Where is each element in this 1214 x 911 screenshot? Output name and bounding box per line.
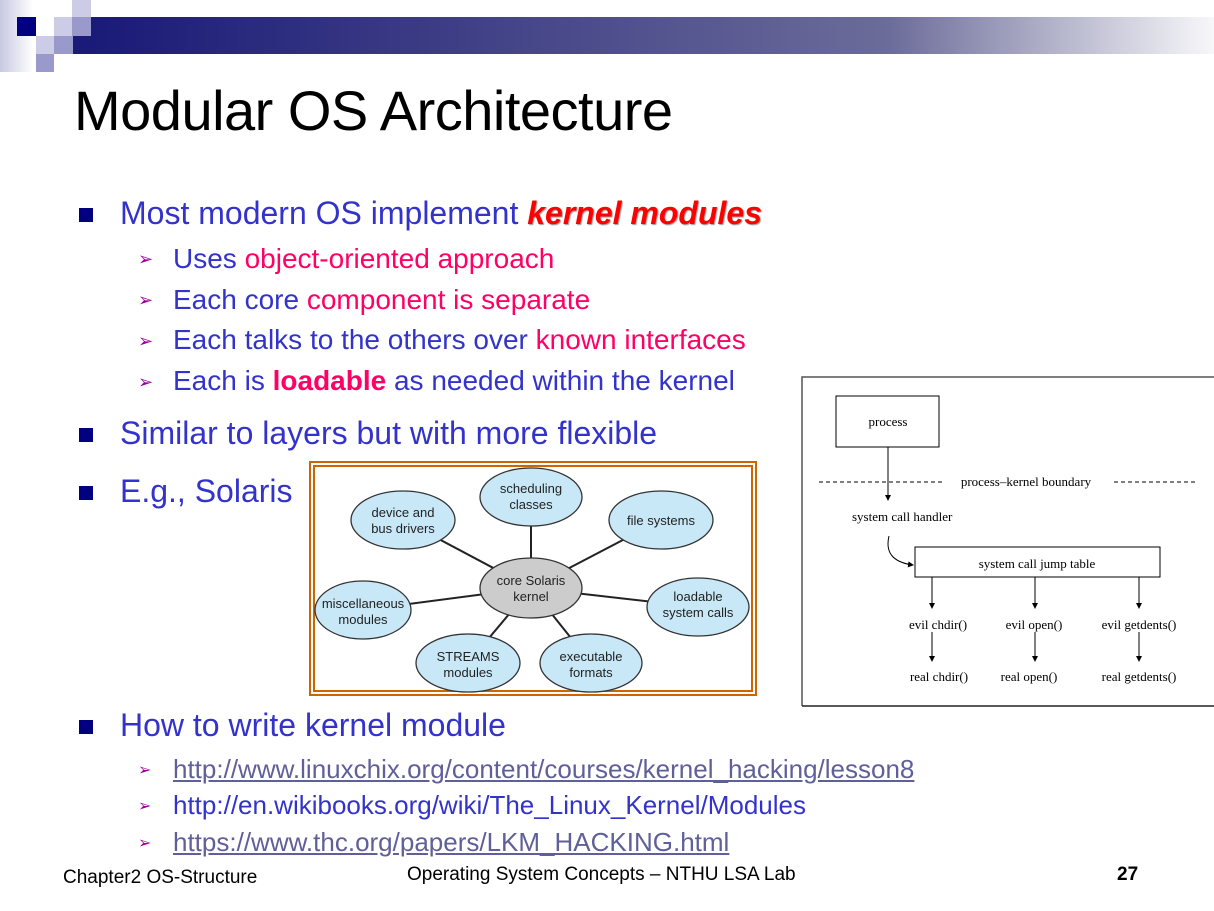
solaris-modules-diagram: scheduling classes device and bus driver… [309, 461, 757, 696]
module-device-bus-drivers [350, 490, 456, 550]
module-streams [415, 633, 521, 693]
arrow-bullet-icon: ➢ [138, 290, 154, 310]
arrow-bullet-icon: ➢ [138, 835, 152, 852]
sub-bullet-1: Uses object-oriented approach [173, 243, 554, 275]
jump-table-label: system call jump table [979, 556, 1096, 571]
arrow-bullet-icon: ➢ [138, 798, 152, 815]
sub-text: Each talks to the others over [173, 324, 536, 355]
link-wikibooks[interactable]: http://en.wikibooks.org/wiki/The_Linux_K… [173, 790, 807, 820]
sub-highlight: component is separate [306, 284, 591, 315]
link-thc[interactable]: https://www.thc.org/papers/LKM_HACKING.h… [173, 827, 730, 857]
footer-course: Operating System Concepts – NTHU LSA Lab [407, 864, 796, 885]
module-label: device and [372, 505, 435, 520]
sub-bullet-2: Each core component is separate [173, 284, 590, 316]
module-label: system calls [663, 605, 734, 620]
real-chdir-label: real chdir() [910, 669, 968, 684]
sub-text: Each core [173, 284, 307, 315]
sub-bullet-4: Each is loadable as needed within the ke… [173, 365, 735, 397]
arrow-bullet-icon: ➢ [138, 331, 154, 351]
bullet-how-to: How to write kernel module [120, 707, 506, 743]
module-executable-formats [539, 633, 643, 693]
module-label: modules [443, 665, 493, 680]
bullet-solaris: E.g., Solaris [120, 473, 293, 509]
evil-chdir-label: evil chdir() [909, 617, 967, 632]
module-scheduling-classes [479, 467, 583, 527]
sub-highlight: object-oriented approach [244, 243, 555, 274]
arrow-bullet-icon: ➢ [138, 249, 154, 269]
emphasis-text: kernel modules [527, 195, 762, 231]
module-label: formats [569, 665, 613, 680]
evil-open-label: evil open() [1006, 617, 1063, 632]
footer-chapter: Chapter2 OS-Structure [63, 867, 258, 888]
bullet-flexible: Similar to layers but with more flexible [120, 415, 658, 451]
module-label: bus drivers [371, 521, 435, 536]
module-label: miscellaneous [322, 596, 405, 611]
module-miscellaneous [314, 580, 412, 640]
boundary-label: process–kernel boundary [961, 474, 1092, 489]
sub-highlight: known interfaces [535, 324, 746, 355]
link-linuxchix[interactable]: http://www.linuxchix.org/content/courses… [173, 754, 915, 784]
core-label: kernel [513, 589, 549, 604]
bullet-square-icon [79, 486, 93, 500]
sub-highlight: loadable [272, 365, 387, 396]
process-box [835, 395, 940, 448]
module-label: file systems [627, 513, 695, 528]
slide-title: Modular OS Architecture [74, 79, 673, 142]
sub-text: Uses [173, 243, 245, 274]
core-label: core Solaris [497, 573, 566, 588]
real-open-label: real open() [1001, 669, 1058, 684]
bullet-square-icon [79, 428, 93, 442]
real-getdents-label: real getdents() [1102, 669, 1177, 684]
arrow-bullet-icon: ➢ [138, 762, 152, 779]
page-number: 27 [1117, 864, 1139, 885]
module-label: STREAMS [437, 649, 500, 664]
bullet-text: Most modern OS implement [120, 195, 528, 231]
bullet-square-icon [79, 720, 93, 734]
arrow-bullet-icon: ➢ [138, 372, 154, 392]
module-label: executable [560, 649, 623, 664]
evil-getdents-label: evil getdents() [1102, 617, 1177, 632]
module-label: classes [509, 497, 553, 512]
jump-table-box [914, 546, 1161, 578]
module-label: scheduling [500, 481, 562, 496]
sub-text: as needed within the kernel [386, 365, 735, 396]
sub-bullet-3: Each talks to the others over known inte… [173, 324, 746, 356]
bullet-square-icon [79, 208, 93, 222]
module-loadable-system-calls [646, 577, 750, 637]
module-label: modules [338, 612, 388, 627]
bullet-kernel-modules: Most modern OS implement kernel modules [120, 195, 762, 232]
module-label: loadable [673, 589, 722, 604]
module-file-systems [608, 490, 714, 550]
core-solaris-kernel [479, 557, 583, 619]
syscall-hook-diagram: process process–kernel boundary system c… [801, 376, 1214, 707]
sub-text: Each is [173, 365, 273, 396]
handler-label: system call handler [852, 509, 953, 524]
process-label: process [869, 414, 908, 429]
